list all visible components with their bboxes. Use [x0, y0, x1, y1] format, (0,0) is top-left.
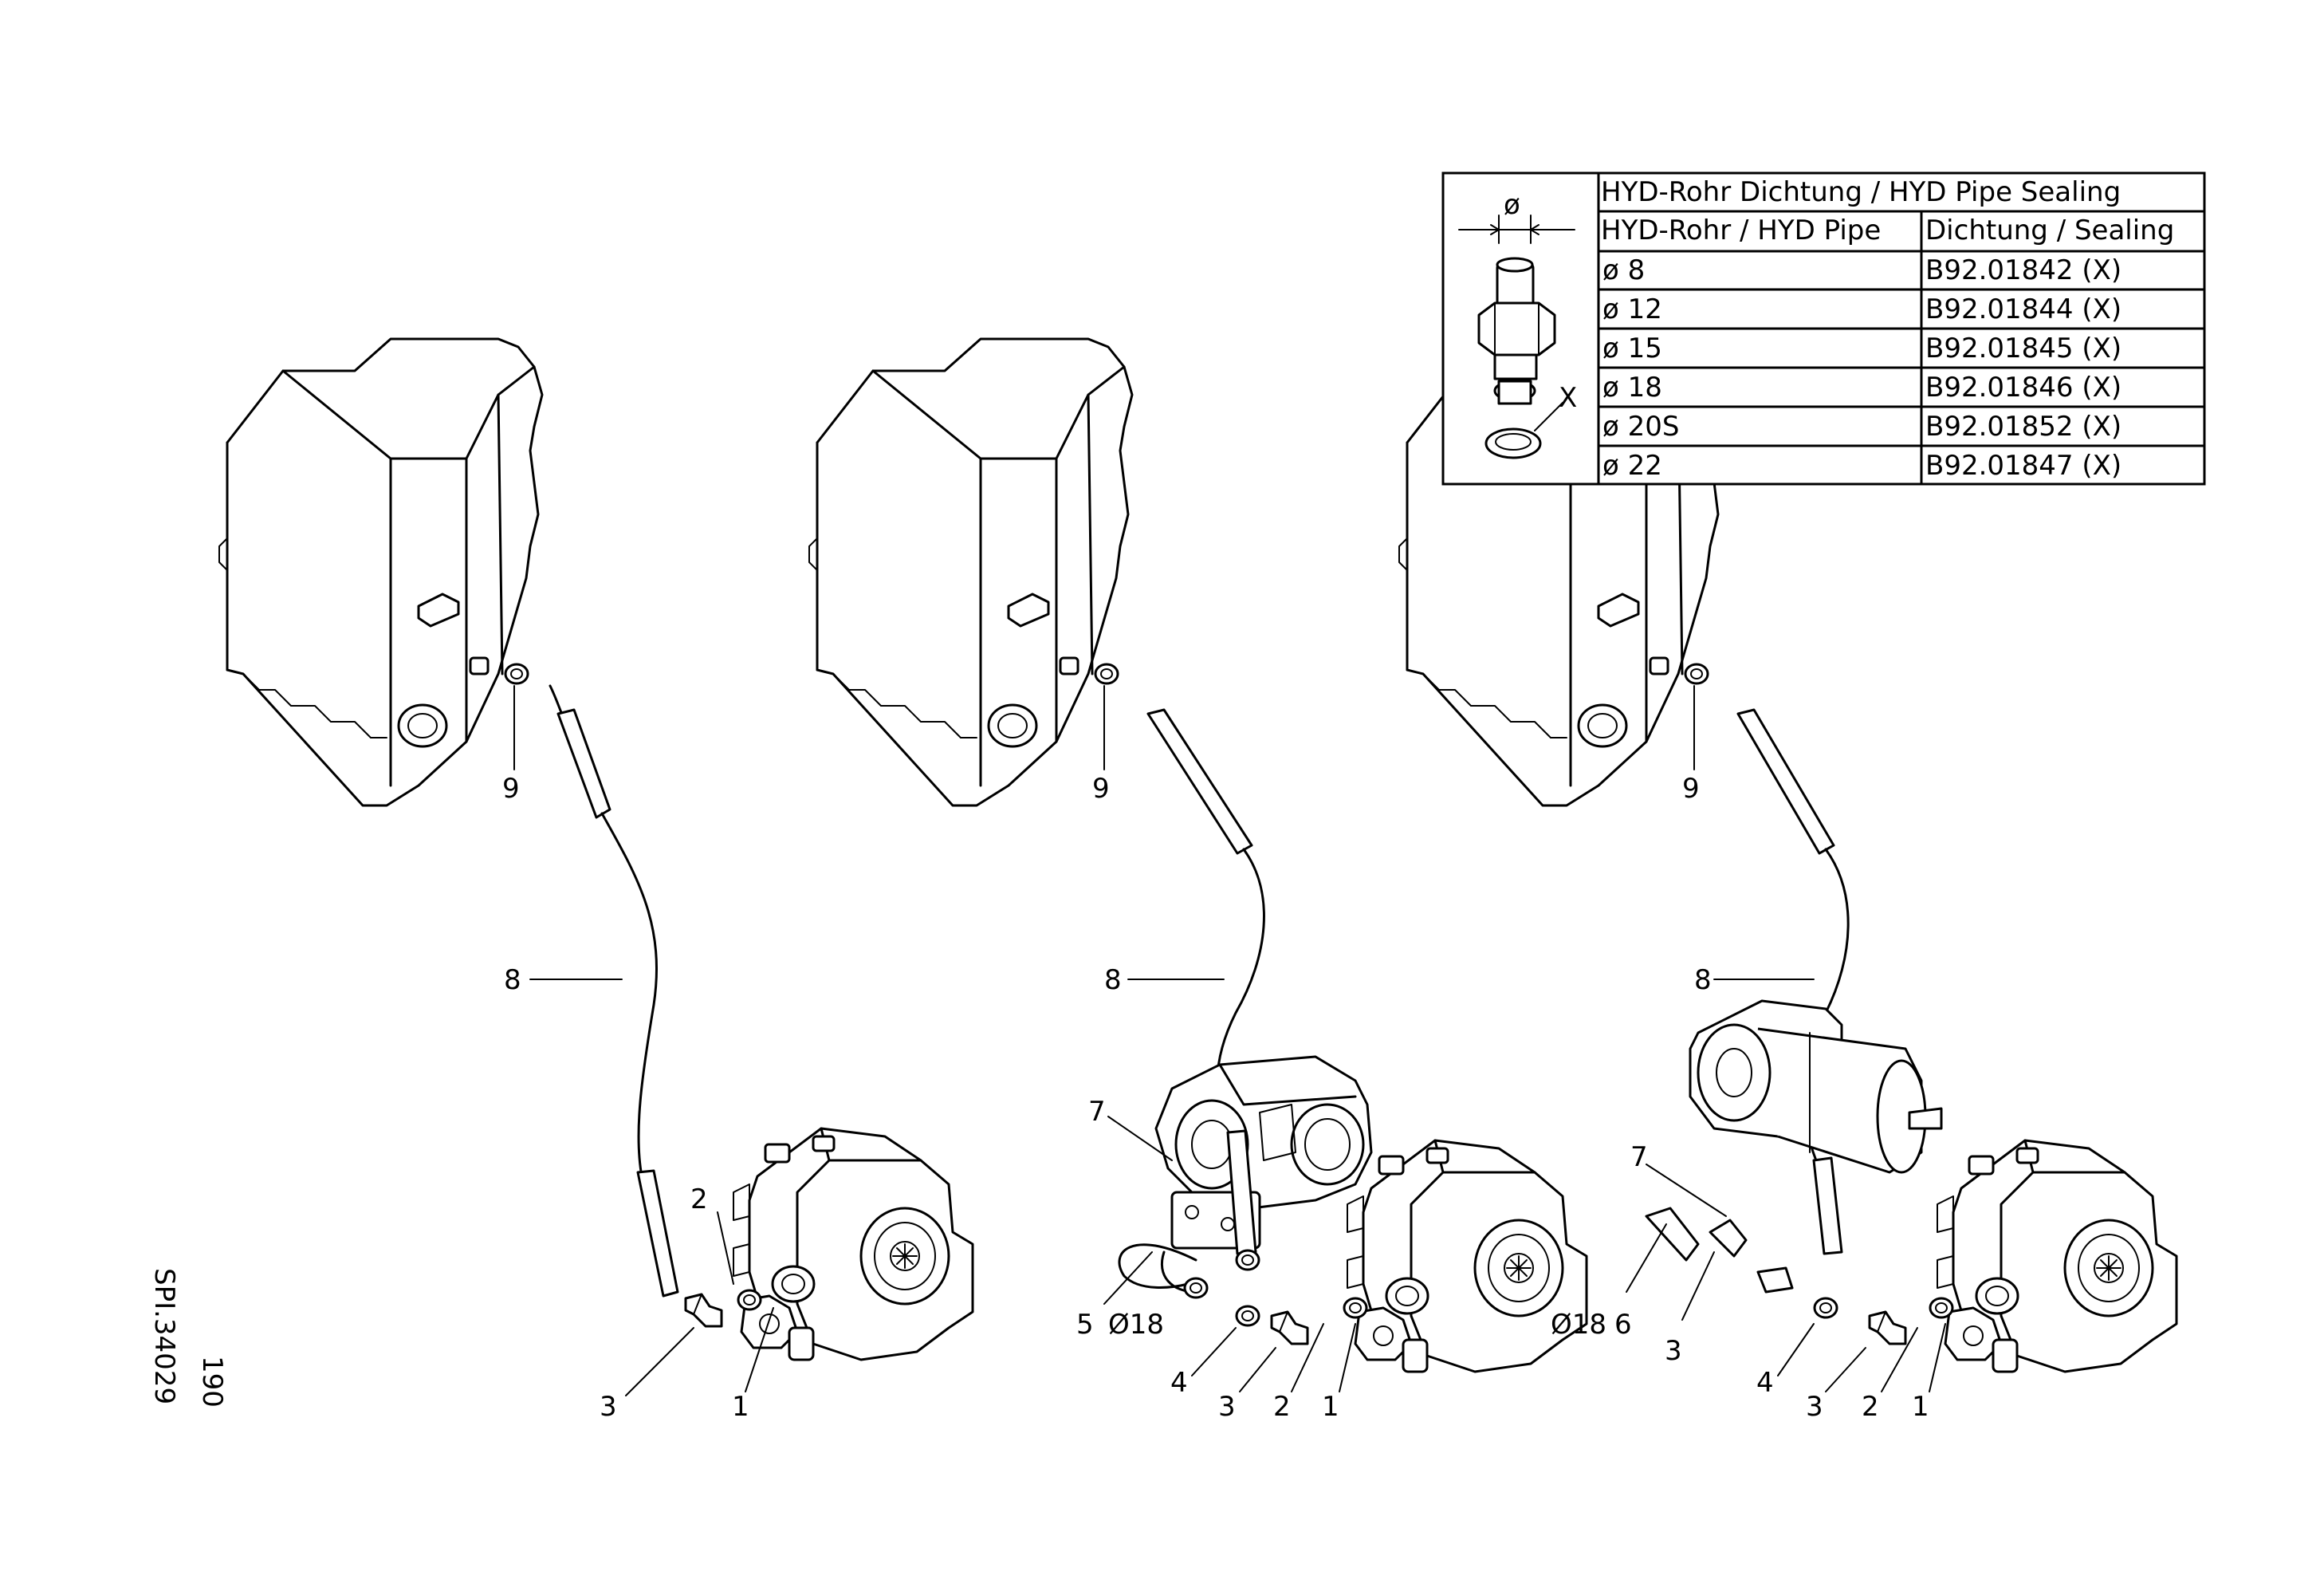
pipe-seal-sketch: ø X: [1458, 189, 1577, 459]
tank-port-fitting-1: [504, 663, 529, 685]
column-header-seal: Dichtung / Sealing: [1925, 215, 2174, 246]
callout-8: 8: [1694, 964, 1712, 996]
callout-9: 9: [502, 773, 520, 805]
table-row-pipe: ø 15: [1602, 333, 1662, 364]
column-header-pipe: HYD-Rohr / HYD Pipe: [1601, 215, 1881, 246]
callout-5: 5: [1076, 1309, 1094, 1341]
callout-3: 3: [1218, 1391, 1236, 1423]
callout-2: 2: [690, 1183, 708, 1215]
callout-9: 9: [1682, 773, 1700, 805]
hydraulic-pump-1: [732, 1127, 974, 1361]
callout-2: 2: [1273, 1391, 1291, 1423]
callout-4: 4: [1756, 1367, 1774, 1399]
pipe-5: [1118, 1243, 1197, 1289]
view-2: 9 8 7 5 Ø18 4 3 2 1: [808, 337, 1588, 1423]
callout-8: 8: [1104, 964, 1122, 996]
table-row-seal: B92.01844 (X): [1925, 293, 2121, 325]
hydraulic-tank-2: [808, 337, 1134, 807]
view-1: 9 8 2 3 1: [218, 337, 974, 1423]
callout-2: 2: [1862, 1391, 1879, 1423]
callout-1: 1: [1322, 1391, 1339, 1423]
table-row-pipe: ø 20S: [1602, 411, 1679, 443]
gear-pump: [1154, 1055, 1373, 1250]
callout-3: 3: [600, 1391, 617, 1423]
hydraulic-pump-3: [1936, 1139, 2178, 1373]
callout-6: 6: [1614, 1309, 1632, 1341]
hydraulic-motor: [1689, 999, 1943, 1174]
pipe-6: [1645, 1207, 1700, 1262]
callout-7: 7: [1630, 1141, 1648, 1173]
callout-8: 8: [504, 964, 521, 996]
table-row-seal: B92.01852 (X): [1925, 411, 2121, 443]
page-number: 190: [196, 1356, 228, 1408]
table-row-pipe: ø 12: [1602, 293, 1662, 325]
table-row-pipe: ø 18: [1602, 372, 1662, 404]
drawing-number: 190 SPI.34029: [148, 1268, 228, 1408]
callout-7: 7: [1088, 1096, 1106, 1128]
table-row-pipe: ø 8: [1602, 254, 1645, 286]
seal-marker: X: [1559, 382, 1577, 414]
view-3: 9 8 7 Ø18 6 3 4 3 2 1: [1398, 337, 2178, 1423]
callout-3: 3: [1806, 1391, 1823, 1423]
diameter-symbol: ø: [1504, 189, 1520, 221]
table-title: HYD-Rohr Dichtung / HYD Pipe Sealing: [1601, 176, 2121, 208]
hose-1: [600, 812, 658, 1178]
callout-3-upper: 3: [1665, 1335, 1682, 1367]
table-row-seal: B92.01846 (X): [1925, 372, 2121, 404]
callout-9: 9: [1092, 773, 1110, 805]
callout-4: 4: [1170, 1367, 1188, 1399]
callout-1: 1: [732, 1391, 749, 1423]
table-row-seal: B92.01842 (X): [1925, 254, 2121, 286]
sealing-table: ø X HYD-Rohr Dichtung / HYD Pipe Sealing…: [1441, 171, 2206, 486]
table-row-seal: B92.01847 (X): [1925, 450, 2121, 482]
drawing-code: SPI.34029: [148, 1268, 180, 1404]
callout-1: 1: [1912, 1391, 1929, 1423]
callout-6-diameter: Ø18: [1551, 1309, 1606, 1341]
callout-5-diameter: Ø18: [1108, 1309, 1164, 1341]
table-row-seal: B92.01845 (X): [1925, 333, 2121, 364]
table-row-pipe: ø 22: [1602, 450, 1662, 482]
hydraulic-tank-1: [218, 337, 544, 807]
